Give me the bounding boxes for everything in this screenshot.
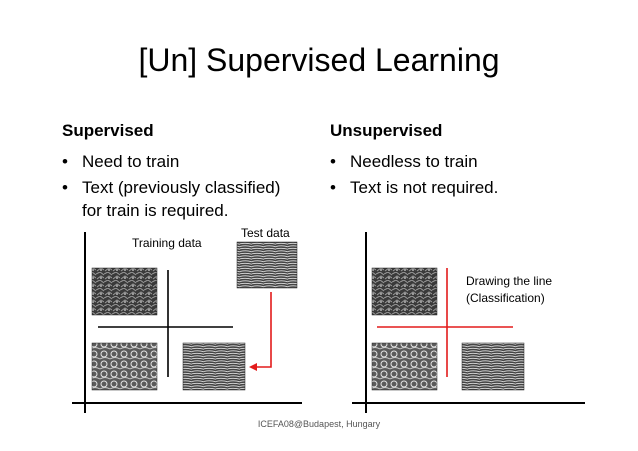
unsupervised-bullets: Needless to train Text is not required.: [328, 150, 618, 202]
cluster-image-bottom-right: [461, 342, 525, 391]
test-data-image: [236, 241, 298, 289]
bullet-item: Needless to train: [328, 150, 618, 173]
training-image-top: [91, 267, 158, 316]
bullet-item: Need to train: [60, 150, 320, 173]
training-image-bottom-right: [182, 342, 246, 391]
bullet-item: Text is not required.: [328, 176, 618, 199]
unsupervised-heading: Unsupervised: [330, 121, 443, 140]
arrow-head: [249, 363, 257, 371]
slide-title: [Un] Supervised Learning: [138, 42, 500, 78]
slide-footer: ICEFA08@Budapest, Hungary: [257, 419, 381, 429]
supervised-bullets: Need to train Text (previously classifie…: [60, 150, 320, 225]
supervised-heading: Supervised: [62, 121, 154, 140]
cluster-image-bottom-left: [371, 342, 438, 391]
cluster-image-top: [371, 267, 438, 316]
classification-label: (Classification): [466, 291, 545, 305]
bullet-continuation: for train is required.: [82, 201, 229, 220]
training-image-bottom-left: [91, 342, 158, 391]
training-data-label: Training data: [132, 236, 202, 250]
drawing-line-label: Drawing the line: [466, 274, 553, 288]
test-data-label: Test data: [241, 226, 290, 240]
test-arrow: [255, 292, 272, 368]
bullet-item: Text (previously classified): [60, 176, 320, 199]
